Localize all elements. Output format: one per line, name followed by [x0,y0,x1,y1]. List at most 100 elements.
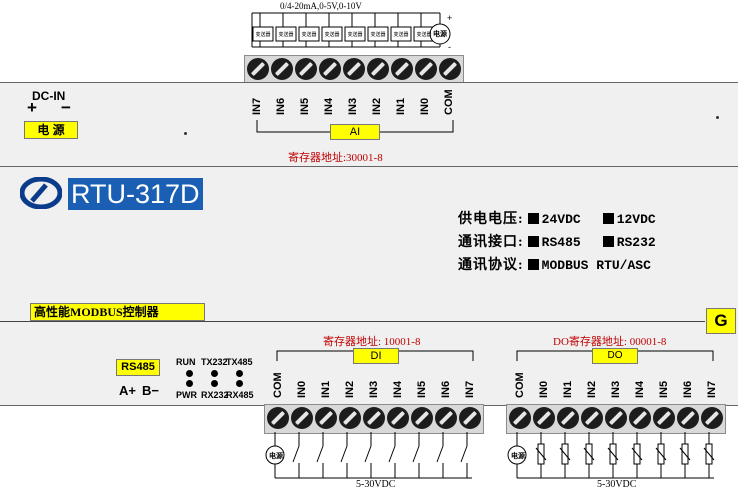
do-terminal-screw-2[interactable] [557,407,579,429]
ai-group-label: AI [330,124,380,140]
do-terminal-screw-4[interactable] [605,407,627,429]
rs485-label: RS485 [116,359,160,376]
ai-transmitter-box [252,26,274,42]
ai-transmitter-label: 变送器 [347,32,363,38]
do-terminal-screw-6[interactable] [653,407,675,429]
di-terminal-screw-7[interactable] [435,407,457,429]
di-terminal-label: IN3 [368,380,380,398]
ai-terminal-label: IN2 [371,97,383,115]
ai-transmitter-label: 变送器 [301,32,317,38]
ai-terminal-screw-6[interactable] [391,58,413,80]
di-terminal-label: IN1 [320,380,332,398]
ai-terminal-screw-7[interactable] [415,58,437,80]
spec-option: RS485 [541,235,581,250]
ai-terminal-screw-0[interactable] [247,58,269,80]
di-terminal-screw-1[interactable] [291,407,313,429]
ai-terminal-screw-2[interactable] [295,58,317,80]
led-indicator-icon [211,370,218,377]
do-terminal-screw-0[interactable] [509,407,531,429]
do-terminal-label: IN2 [586,380,598,398]
brand-logo-icon [20,177,62,209]
spec-checkbox-icon [602,236,614,247]
spec-checkbox-icon [527,259,539,270]
dc-in-label: DC-IN [32,89,66,103]
spec-row: 通讯协议:MODBUS RTU/ASC [458,254,651,274]
ai-transmitter-box [367,26,389,42]
do-terminal-strip [506,404,726,434]
di-terminal-screw-4[interactable] [363,407,385,429]
body-divider-top [0,166,738,167]
do-relay-slash [679,447,691,461]
dc-plus: + [27,98,37,117]
ai-range-label: 0/4-20mA,0-5V,0-10V [280,1,362,11]
ai-supply-label: 电源 [433,31,447,38]
ai-transmitter-label: 变送器 [416,32,432,38]
do-terminal-label: IN1 [562,380,574,398]
di-terminal-label: IN2 [344,380,356,398]
do-terminal-screw-3[interactable] [581,407,603,429]
spec-option: MODBUS RTU/ASC [541,258,651,273]
ai-transmitter-label: 变送器 [370,32,386,38]
spec-option: 12VDC [616,212,656,227]
spec-option: RS232 [616,235,656,250]
do-relay-slash [607,447,619,461]
do-terminal-screw-5[interactable] [629,407,651,429]
di-switch [292,445,300,463]
ai-terminal-label: IN1 [395,97,407,115]
ai-terminal-strip [244,55,464,85]
ai-terminal-screw-3[interactable] [319,58,341,80]
do-relay-slash [583,447,595,461]
spec-option: 24VDC [541,212,581,227]
di-terminal-label: IN7 [464,380,476,398]
di-terminal-label: IN5 [416,380,428,398]
di-terminal-screw-8[interactable] [459,407,481,429]
ai-terminal-screw-5[interactable] [367,58,389,80]
do-relay-slash [559,447,571,461]
di-terminal-label: IN0 [296,380,308,398]
di-supply-label: 电源 [269,453,283,460]
led-label-top: TX232 [201,357,228,367]
di-terminal-screw-5[interactable] [387,407,409,429]
ai-terminal-label: IN3 [347,97,359,115]
ai-transmitter-label: 变送器 [255,32,271,38]
ai-transmitter-box [275,26,297,42]
di-switch [364,445,372,463]
di-terminal-screw-3[interactable] [339,407,361,429]
spec-checkbox-icon [527,213,539,224]
led-label-bottom: RX232 [201,390,229,400]
di-register-label: 寄存器地址: 10001-8 [323,336,421,348]
do-supply-label: 电源 [511,453,525,460]
power-label: 电 源 [24,121,78,139]
led-label-bottom: RX485 [226,390,254,400]
di-voltage-label: 5-30VDC [356,479,396,490]
product-name-label: 高性能MODBUS控制器 [30,303,205,321]
di-group-label: DI [353,348,399,364]
do-terminal-screw-1[interactable] [533,407,555,429]
ai-terminal-label: COM [443,89,455,115]
di-terminal-screw-0[interactable] [267,407,289,429]
do-terminal-label: IN6 [682,380,694,398]
spec-checkbox-icon [527,236,539,247]
ai-terminal-screw-4[interactable] [343,58,365,80]
do-terminal-screw-8[interactable] [701,407,723,429]
led-indicator-icon [186,380,193,387]
ai-terminal-screw-8[interactable] [439,58,461,80]
ai-terminal-screw-1[interactable] [271,58,293,80]
led-indicator-icon [211,380,218,387]
do-wiring-svg [507,432,715,479]
di-terminal-screw-6[interactable] [411,407,433,429]
ai-transmitter-box [321,26,343,42]
do-relay-slash [655,447,667,461]
ai-input-diagram: 0/4-20mA,0-5V,0-10V 变送器 变送器 变送器 变送器 变送器 变送器 变送… [240,0,470,55]
ai-terminal-label: IN4 [323,97,335,115]
di-terminal-screw-2[interactable] [315,407,337,429]
ai-supply-minus: - [448,42,451,52]
ai-transmitter-label: 变送器 [324,32,340,38]
dot-marker-right [716,116,719,119]
spec-label: 供电电压: [458,212,524,227]
spec-row: 供电电压: 24VDC 12VDC [458,208,656,228]
ai-transmitter-label: 变送器 [393,32,409,38]
do-terminal-label: IN5 [658,380,670,398]
do-terminal-screw-7[interactable] [677,407,699,429]
di-switch [316,445,324,463]
